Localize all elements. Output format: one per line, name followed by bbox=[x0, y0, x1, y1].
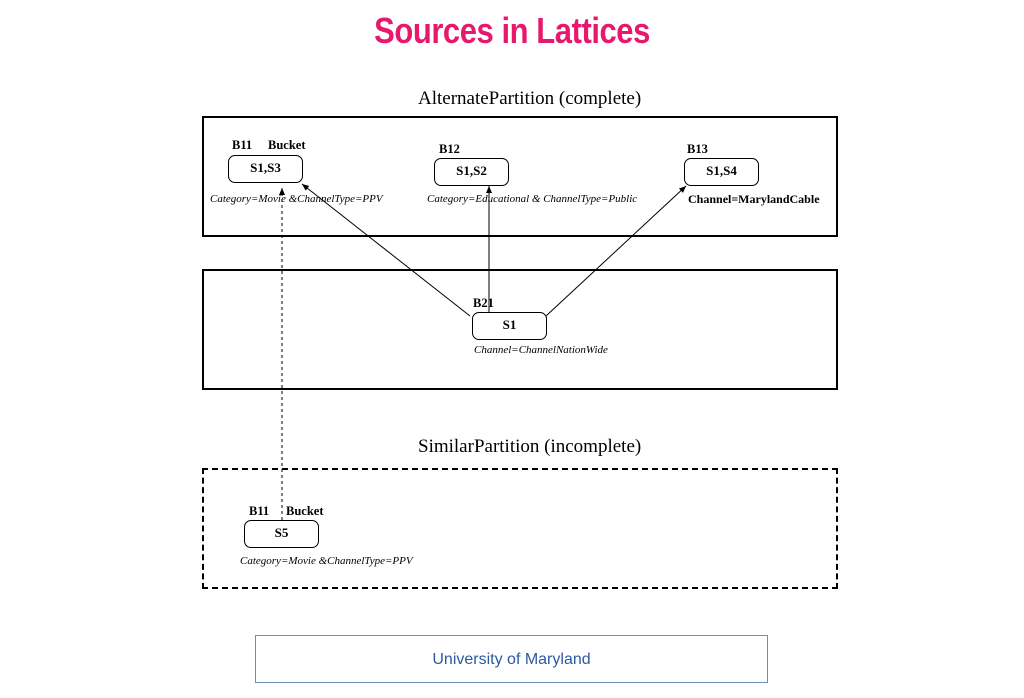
similar-partition-panel bbox=[202, 468, 838, 589]
bucket-b21-node: S1 bbox=[472, 312, 547, 340]
similar-bucket-b11-id: B11 bbox=[249, 504, 270, 518]
page-title: Sources in Lattices bbox=[374, 10, 650, 51]
bucket-b11-condition: Category=Movie &ChannelType=PPV bbox=[210, 193, 383, 205]
similar-bucket-b11-tag: Bucket bbox=[286, 504, 324, 518]
bucket-b11-node: S1,S3 bbox=[228, 155, 303, 183]
alternate-partition-heading: AlternatePartition (complete) bbox=[418, 88, 642, 109]
alternate-partition-level1-panel bbox=[202, 116, 838, 237]
alternate-partition-level2-panel bbox=[202, 269, 838, 390]
edge-b21-to-b13 bbox=[545, 185, 687, 317]
bucket-b11-tag: Bucket bbox=[268, 138, 306, 152]
bucket-b13-node: S1,S4 bbox=[684, 158, 759, 186]
bucket-b12-condition: Category=Educational & ChannelType=Publi… bbox=[427, 193, 638, 205]
bucket-b21-id: B21 bbox=[473, 296, 494, 310]
similar-partition-heading: SimilarPartition (incomplete) bbox=[418, 436, 642, 457]
bucket-b12-id: B12 bbox=[439, 142, 460, 156]
similar-bucket-b11-node: S5 bbox=[244, 520, 319, 548]
bucket-b13-condition: Channel=MarylandCable bbox=[688, 192, 820, 206]
bucket-b12-node: S1,S2 bbox=[434, 158, 509, 186]
bucket-b21-condition: Channel=ChannelNationWide bbox=[474, 344, 608, 356]
bucket-b13-id: B13 bbox=[687, 142, 708, 156]
edge-b21-to-b11 bbox=[301, 183, 471, 317]
bucket-b11-id: B11 bbox=[232, 138, 253, 152]
similar-bucket-b11-condition: Category=Movie &ChannelType=PPV bbox=[240, 555, 413, 567]
footer-university-label: University of Maryland bbox=[255, 635, 768, 683]
